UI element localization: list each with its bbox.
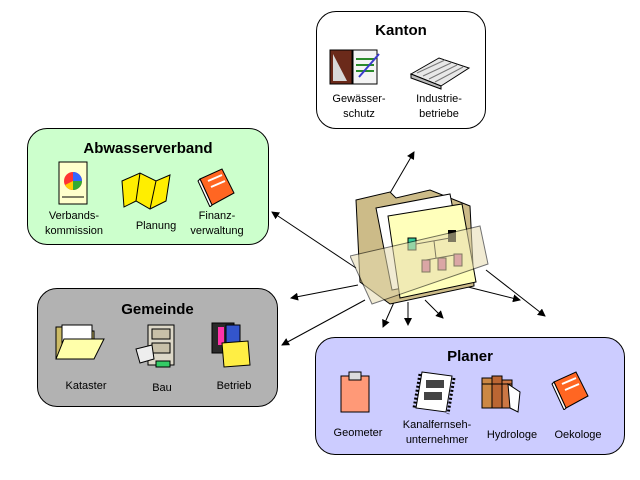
gemeinde-title: Gemeinde	[121, 301, 194, 318]
item-label: Kanalfernseh- unternehmer	[402, 419, 472, 446]
planer-item-geometer: Geometer	[326, 426, 390, 441]
kanton-item-gewaesserschutz: Gewässer- schutz	[329, 92, 389, 122]
clipboard-icon	[338, 370, 372, 419]
item-label: Hydrologe	[486, 429, 538, 441]
gemeinde-item-kataster: Kataster	[54, 379, 118, 394]
abwasserverband-title: Abwasserverband	[83, 140, 213, 157]
open-folder-icon	[54, 321, 106, 368]
arrow-to-planer-right	[485, 269, 546, 317]
gemeinde-item-betrieb: Betrieb	[204, 379, 264, 394]
files-icon	[208, 321, 252, 374]
file-cabinet-icon	[134, 323, 182, 376]
org-chart-folder-icon	[349, 186, 490, 311]
gemeinde-box: Gemeinde Kataster Bau Betrieb	[37, 288, 278, 407]
abwasserverband-box: Abwasserverband Verbands- kommission Pla…	[27, 128, 269, 245]
arrow-to-planer	[459, 284, 521, 303]
arrow-to-abwasserverband	[271, 211, 357, 269]
kanton-box: Kanton Gewässer- schutz Industrie- betri…	[316, 11, 486, 129]
kanton-title: Kanton	[375, 22, 427, 39]
arrow-down-1	[382, 299, 396, 328]
binder-icon	[329, 49, 381, 90]
planer-item-hydrologe: Hydrologe	[480, 428, 544, 443]
kanton-item-industriebetriebe: Industrie- betriebe	[407, 92, 471, 122]
item-label: Finanz- verwaltung	[190, 210, 244, 237]
industry-book-icon	[409, 54, 471, 95]
item-label: Geometer	[333, 427, 383, 439]
book-icon	[196, 167, 236, 212]
item-label: Industrie- betriebe	[416, 93, 462, 120]
item-label: Planung	[135, 220, 177, 232]
item-label: Oekologe	[554, 429, 602, 441]
arrow-down-3	[424, 299, 444, 319]
planer-title: Planer	[447, 348, 493, 365]
arrow-to-gemeinde-lower	[281, 299, 366, 346]
folded-map-icon	[120, 171, 172, 216]
planer-item-kanalfernsehunternehmer: Kanalfernseh- unternehmer	[392, 418, 482, 448]
gemeinde-item-bau: Bau	[132, 381, 192, 396]
film-strip-icon	[412, 368, 458, 421]
pie-chart-document-icon	[58, 161, 88, 214]
item-label: Gewässer- schutz	[332, 93, 386, 120]
planer-box: Planer Geometer Kanalfernseh- unternehme…	[315, 337, 625, 455]
item-label: Bau	[152, 382, 172, 394]
abwasser-item-finanzverwaltung: Finanz- verwaltung	[184, 209, 250, 239]
book-icon	[550, 370, 590, 415]
item-label: Betrieb	[216, 380, 252, 392]
abwasser-item-verbandskommission: Verbands- kommission	[42, 209, 106, 239]
planer-item-oekologe: Oekologe	[546, 428, 610, 443]
books-icon	[478, 370, 524, 419]
arrow-to-gemeinde	[290, 284, 359, 301]
item-label: Verbands- kommission	[44, 210, 104, 237]
item-label: Kataster	[65, 380, 107, 392]
abwasser-item-planung: Planung	[126, 219, 186, 234]
